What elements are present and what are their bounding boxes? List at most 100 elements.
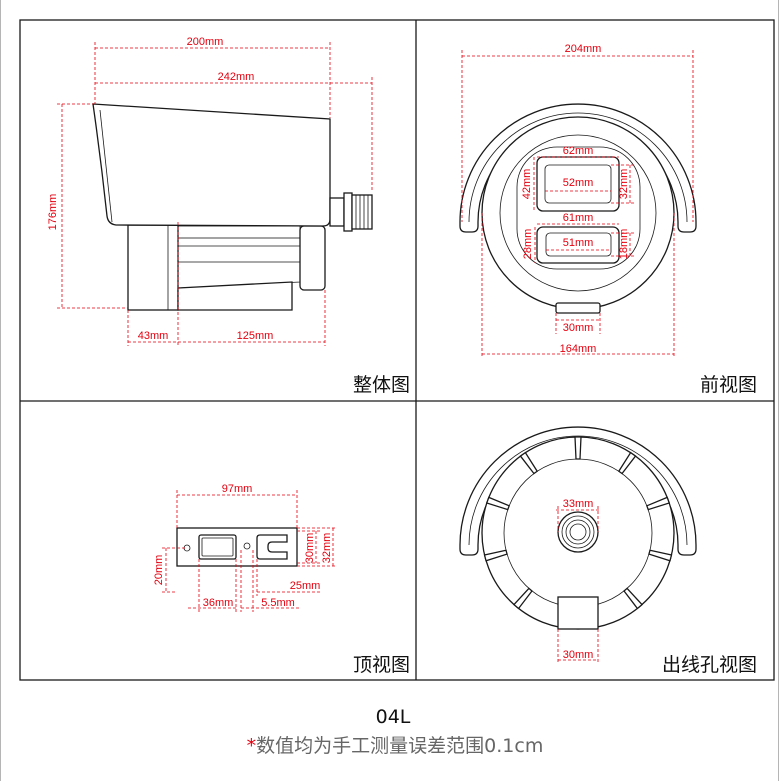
dim-label: 33mm — [563, 498, 594, 510]
dim-cable-gland-diameter: 33mm — [556, 498, 600, 532]
cooling-fin — [485, 496, 510, 511]
dim-body-length: 125mm — [178, 290, 326, 346]
dim-top-length: 97mm — [176, 483, 298, 528]
dim-label: 52mm — [563, 177, 594, 189]
body-rear — [299, 225, 326, 291]
dim-hood-width: 204mm — [461, 43, 694, 222]
camera-rear-drawing — [459, 426, 697, 630]
dim-label: 32mm — [618, 169, 630, 200]
model-code: 04L — [376, 706, 411, 728]
dim-label: 32mm — [321, 533, 333, 564]
screw-hole — [243, 542, 251, 550]
gland-ring — [565, 519, 591, 545]
dim-label: 36mm — [203, 597, 234, 609]
dim-label: 51mm — [563, 237, 594, 249]
body-strip — [177, 225, 301, 239]
dim-total-length: 242mm — [95, 71, 373, 192]
cooling-fins — [483, 436, 673, 610]
cooling-fin — [623, 587, 643, 610]
base-plate — [177, 281, 293, 311]
dim-lower-window-outer-width: 61mm — [537, 212, 619, 225]
dim-label: 204mm — [565, 43, 602, 55]
dim-hole-spacing: 5.5mm — [240, 550, 300, 612]
mount-plate — [176, 527, 298, 567]
dim-label: 25mm — [290, 580, 321, 592]
sunshield-hood — [92, 103, 331, 227]
hood-front-edge — [99, 109, 113, 223]
dim-hole-offset: 20mm — [153, 547, 187, 593]
sunshield-hood — [459, 103, 697, 233]
dim-label: 18mm — [618, 229, 630, 260]
dim-label: 30mm — [563, 322, 594, 334]
mount-top-drawing — [176, 527, 298, 567]
dim-base-width: 30mm — [555, 313, 601, 334]
cooling-fin — [483, 549, 508, 562]
dim-height: 176mm — [47, 103, 128, 309]
dim-label: 61mm — [563, 212, 594, 224]
dim-slot-width: 25mm — [256, 559, 322, 596]
view-label: 前视图 — [700, 374, 757, 396]
mount-block — [557, 596, 599, 630]
view-label: 整体图 — [353, 374, 410, 396]
upper-window-inner — [544, 164, 612, 204]
camera-side-drawing — [92, 103, 373, 311]
cooling-fin — [648, 549, 673, 562]
center-window — [198, 534, 237, 560]
measurement-note: *数值均为手工测量误差范围0.1cm — [247, 735, 544, 757]
dim-label: 242mm — [218, 71, 255, 83]
dim-hood-length: 200mm — [94, 36, 331, 118]
hood-rib-arc — [468, 112, 688, 223]
center-window-inner — [201, 537, 234, 557]
dim-label: 20mm — [153, 555, 165, 586]
dim-mount-depth: 43mm — [127, 222, 179, 346]
dim-label: 30mm — [304, 533, 316, 564]
dim-label: 62mm — [563, 145, 594, 157]
dim-mount-width: 30mm — [557, 629, 599, 664]
cooling-fin — [574, 436, 582, 460]
dim-upper-window-outer-height: 42mm — [521, 157, 535, 211]
base-tab — [555, 302, 601, 314]
dim-label: 97mm — [222, 483, 253, 495]
cable-gland — [557, 511, 599, 553]
cable-slot — [256, 534, 288, 560]
grid-border — [19, 19, 775, 681]
mount-block — [127, 224, 179, 311]
front-ring — [499, 134, 657, 292]
view-grid — [19, 19, 775, 681]
dim-label: 125mm — [237, 330, 274, 342]
cable-hole-view: 33mm 30mm 出线孔视图 — [459, 426, 757, 676]
cooling-fin — [513, 587, 533, 610]
dim-label: 200mm — [187, 36, 224, 48]
gland-outer — [557, 511, 599, 553]
cable-gland-nut — [329, 197, 345, 227]
note-text: 数值均为手工测量误差范围0.1cm — [256, 735, 543, 757]
cable-gland-collar — [343, 192, 353, 232]
dim-lower-window-outer-height: 28mm — [522, 227, 536, 263]
dim-label: 28mm — [522, 229, 534, 260]
cooling-fin — [617, 451, 637, 475]
view-label: 出线孔视图 — [662, 654, 757, 676]
dim-upper-window-outer-width: 62mm — [537, 145, 619, 158]
dim-upper-window-inner-width: 52mm — [545, 177, 611, 192]
hood-rib-arc — [468, 435, 688, 546]
dim-label: 43mm — [138, 330, 169, 342]
dim-label: 42mm — [521, 169, 533, 200]
cable-gland-thread — [351, 194, 373, 230]
view-label: 顶视图 — [353, 654, 410, 676]
dim-top-inner-height: 30mm — [297, 530, 320, 564]
gland-ring — [561, 515, 595, 549]
dim-lower-window-inner-width: 51mm — [546, 237, 611, 251]
note-asterisk: * — [247, 735, 257, 757]
dim-top-outer-height: 32mm — [297, 527, 337, 567]
cooling-fin — [519, 451, 539, 475]
dim-label: 30mm — [563, 649, 594, 661]
dim-lower-window-inner-height: 18mm — [611, 229, 634, 260]
cooling-fin — [646, 496, 671, 511]
dim-upper-window-inner-height: 32mm — [611, 164, 634, 204]
dim-label: 176mm — [47, 194, 59, 231]
gland-hole — [569, 523, 587, 541]
front-view: 204mm 62mm 52mm 42mm 32mm 61mm 51mm — [459, 43, 757, 396]
lens-housing — [516, 146, 641, 270]
dim-label: 164mm — [560, 343, 597, 355]
